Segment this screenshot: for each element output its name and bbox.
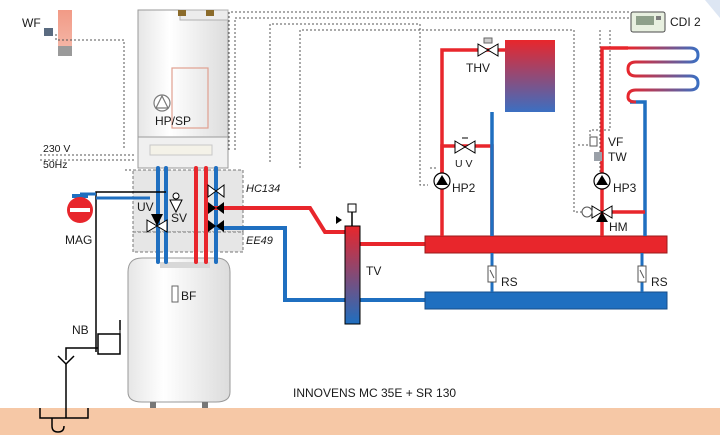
thv-valve — [477, 37, 499, 57]
ee49-label: EE49 — [246, 235, 273, 247]
tw-label: TW — [608, 150, 627, 164]
thv-label: THV — [466, 61, 490, 75]
frequency-label: 50Hz — [43, 159, 68, 171]
module-valves — [146, 184, 225, 233]
expansion-vessel — [67, 194, 93, 223]
pump-hp3 — [593, 172, 611, 190]
return-valves — [487, 253, 647, 292]
corner-watermark — [705, 0, 720, 18]
cold-collector — [424, 291, 668, 310]
floor-slab — [0, 408, 720, 435]
uv-label: UV — [137, 200, 154, 214]
rs-label-1: RS — [501, 275, 518, 289]
boiler-tank-pipes — [156, 166, 218, 264]
mag-label: MAG — [65, 233, 92, 247]
cdi-controller — [630, 11, 666, 33]
sv-label: SV — [171, 211, 187, 225]
hc134-module — [132, 169, 244, 233]
radiator — [505, 40, 555, 112]
mixing-valve-hm — [581, 205, 613, 222]
hp3-label: HP3 — [613, 181, 637, 195]
ee49-module — [132, 231, 244, 253]
uv-bypass-valve — [454, 137, 476, 154]
boiler-unit — [137, 9, 229, 169]
outdoor-sensor — [44, 10, 72, 56]
separator-tv — [336, 203, 361, 325]
drain-system — [39, 320, 121, 433]
nb-label: NB — [72, 323, 89, 337]
floor-coil — [626, 46, 700, 104]
pump-hp2 — [433, 172, 451, 190]
tv-label: TV — [366, 264, 381, 278]
hm-label: HM — [609, 220, 628, 234]
caption: INNOVENS MC 35E + SR 130 — [293, 386, 456, 400]
voltage-label: 230 V — [43, 143, 70, 155]
hc134-label: HC134 — [246, 183, 280, 195]
uv-bypass-label: U V — [455, 158, 473, 170]
bf-label: BF — [181, 289, 196, 303]
cdi-label: CDI 2 — [670, 15, 701, 29]
hot-collector — [424, 235, 668, 254]
hp2-label: HP2 — [452, 181, 476, 195]
hot-water-tank — [127, 257, 231, 408]
vf-label: VF — [608, 135, 623, 149]
hpsp-label: HP/SP — [155, 114, 191, 128]
primary-pipes — [80, 191, 425, 352]
vf-sensor — [589, 136, 602, 161]
wf-label: WF — [22, 16, 41, 30]
rs-label-2: RS — [651, 275, 668, 289]
signal-cables — [40, 11, 630, 213]
